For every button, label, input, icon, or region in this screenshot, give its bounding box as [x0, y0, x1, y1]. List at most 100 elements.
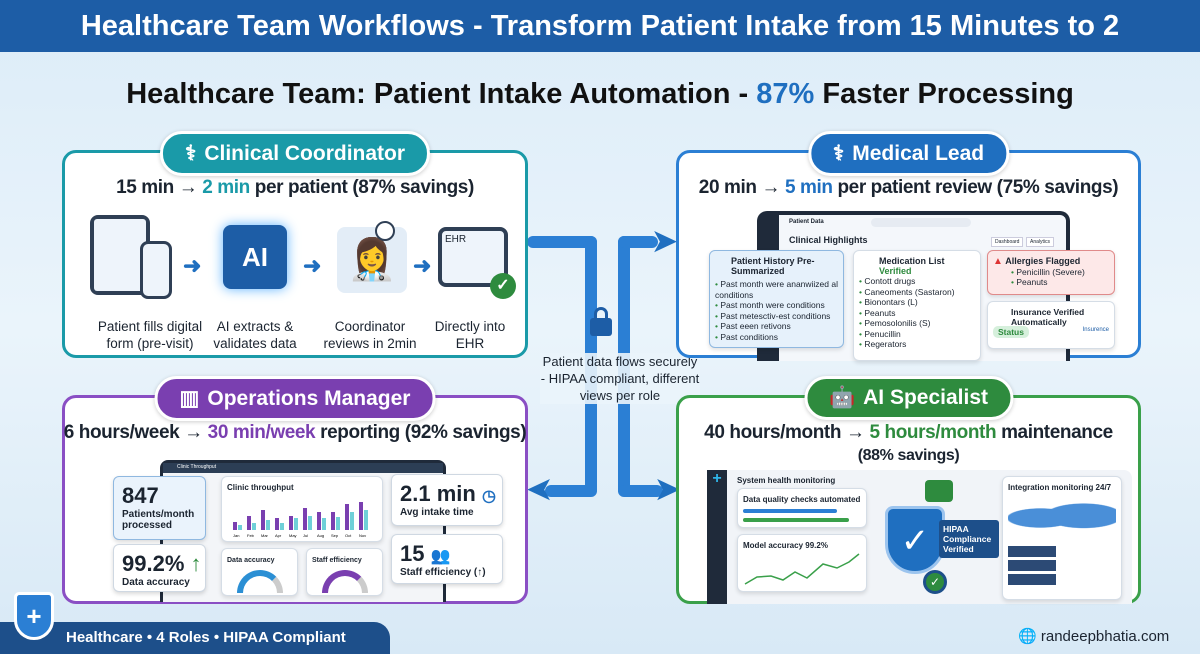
role-label: AI Specialist	[863, 386, 989, 409]
allergies-panel: ▲ Allergies Flagged Penicillin (Severe) …	[987, 250, 1115, 295]
gauge-icon	[321, 570, 368, 593]
month-label: Apr	[275, 533, 282, 538]
progress-bar	[743, 518, 850, 522]
sidebar: +	[707, 470, 727, 604]
data-quality-panel: Data quality checks automated	[737, 488, 867, 528]
search-input[interactable]	[871, 218, 971, 227]
subtitle: Healthcare Team: Patient Intake Automati…	[0, 78, 1200, 111]
list-item: Contott drugs	[859, 276, 975, 287]
footer-site[interactable]: 🌐 randeepbhatia.com	[1018, 627, 1169, 645]
chart-bar	[238, 525, 242, 530]
tail: maintenance	[996, 422, 1113, 443]
stethoscope-icon: ⚕	[184, 142, 197, 165]
hipaa-label: HIPAA Compliance Verified	[939, 520, 999, 558]
center-flow-text: Patient data flows securely - HIPAA comp…	[540, 353, 700, 404]
chart-bar	[359, 502, 363, 530]
role-label: Operations Manager	[207, 386, 411, 410]
phone-form-icon	[140, 241, 172, 299]
banner-title: Healthcare Team Workflows - Transform Pa…	[0, 0, 1200, 52]
coordinator-at-desk-icon: 👩‍⚕	[337, 227, 407, 293]
month-label: Mar	[261, 533, 269, 538]
chart-bar	[336, 517, 340, 530]
month-label: Aug	[317, 533, 324, 538]
status-badge: Status	[993, 326, 1029, 338]
title-bar	[163, 463, 443, 473]
list-item: Past month were conditions	[715, 300, 838, 311]
role-label: Medical Lead	[852, 141, 985, 165]
accuracy-stat: 99.2% ↑Data accuracy	[113, 544, 206, 592]
staff-value: 15	[400, 541, 425, 566]
before: 6 hours/week →	[63, 422, 208, 443]
intake-value: 2.1 min	[400, 481, 476, 506]
arrow-right-icon: ➜	[413, 253, 432, 278]
analytics-dropdown[interactable]: Analytics	[1026, 237, 1055, 247]
chart-bar	[261, 510, 265, 530]
caduceus-icon: ⚕	[832, 142, 845, 165]
step-coordinator-review: Coordinator reviews in 2min	[323, 319, 417, 351]
arrow-right-icon: ➜	[183, 253, 202, 278]
chart-bar	[266, 520, 270, 530]
arrow-right-icon: ➤	[652, 225, 678, 258]
list-item: Penicillin (Severe)	[1011, 267, 1109, 277]
panel-title: Integration monitoring 24/7	[1008, 483, 1112, 492]
clinical-headline: 15 min → 2 min per patient (87% savings)	[63, 177, 527, 199]
list-item: Past conditions	[715, 332, 838, 343]
list-item: Past metesctiv-est conditions	[715, 311, 838, 322]
after: 5 min	[784, 177, 833, 198]
stat-label: Avg intake time	[400, 507, 474, 518]
list-item: Peanuts	[1011, 277, 1109, 287]
chart-bar	[322, 518, 326, 530]
stat-value: 99.2% ↑	[122, 551, 202, 577]
clock-icon	[375, 221, 395, 241]
shield-cross-icon: +	[14, 592, 54, 640]
globe-icon: 🌐	[1018, 628, 1037, 645]
staff-stat: 15 👥Staff efficiency (↑)	[391, 534, 503, 584]
step-into-ehr: Directly into EHR	[434, 319, 506, 351]
dashboard-dropdown[interactable]: Dashboard	[991, 237, 1024, 247]
subtitle-suffix: Faster Processing	[814, 78, 1074, 110]
patient-history-panel: Patient History Pre-Summarized Past mont…	[709, 250, 844, 348]
month-label: May	[289, 533, 297, 538]
ai-dashboard: + System health monitoring Data quality …	[707, 470, 1132, 604]
server-icon	[1008, 546, 1056, 586]
chart-bar	[280, 523, 284, 530]
world-map-icon	[1008, 496, 1116, 540]
stat-value: 15 👥	[400, 541, 494, 567]
robot-icon: 🤖	[828, 386, 856, 409]
clinical-coordinator-pill: ⚕Clinical Coordinator	[159, 131, 431, 176]
stat-label: Data accuracy	[122, 577, 190, 588]
medical-headline: 20 min → 5 min per patient review (75% s…	[677, 177, 1140, 199]
accuracy-value: 99.2%	[122, 551, 185, 576]
ai-headline: 40 hours/month → 5 hours/month maintenan…	[677, 422, 1140, 467]
list-item: Penucillin	[859, 329, 975, 340]
arrow-up-icon: ↑	[190, 551, 202, 576]
month-label: Jul	[303, 533, 308, 538]
data-flow-line	[545, 485, 597, 497]
before: 40 hours/month →	[704, 422, 870, 443]
insurance-panel: Insurance Verified Automatically Status …	[987, 301, 1115, 349]
data-flow-line	[618, 485, 663, 497]
chart-bar	[233, 522, 237, 530]
chart-bar	[294, 518, 298, 530]
integration-panel: Integration monitoring 24/7	[1002, 476, 1122, 600]
ai-chip-icon: AI	[223, 225, 287, 289]
chart-bar	[317, 512, 321, 530]
bar-chart-icon: ▥	[179, 387, 200, 410]
list-item: Peanuts	[859, 308, 975, 319]
stat-label: Staff efficiency (↑)	[400, 567, 486, 578]
ai-specialist-pill: 🤖 AI Specialist	[803, 376, 1014, 420]
subtitle-prefix: Healthcare Team: Patient Intake Automati…	[126, 78, 757, 110]
list-item: Regerators	[859, 339, 975, 350]
stat-value: 2.1 min ◷	[400, 481, 496, 507]
chart-bar	[308, 516, 312, 530]
tail: per patient review (75% savings)	[832, 177, 1119, 198]
chart-bar	[364, 510, 368, 530]
after: 2 min	[202, 177, 250, 198]
tail: reporting (92% savings)	[315, 422, 527, 443]
list-item: Bionontars (L)	[859, 297, 975, 308]
month-label: Oct	[345, 533, 352, 538]
site-link[interactable]: randeepbhatia.com	[1040, 628, 1170, 645]
tail: per patient (87% savings)	[249, 177, 475, 198]
